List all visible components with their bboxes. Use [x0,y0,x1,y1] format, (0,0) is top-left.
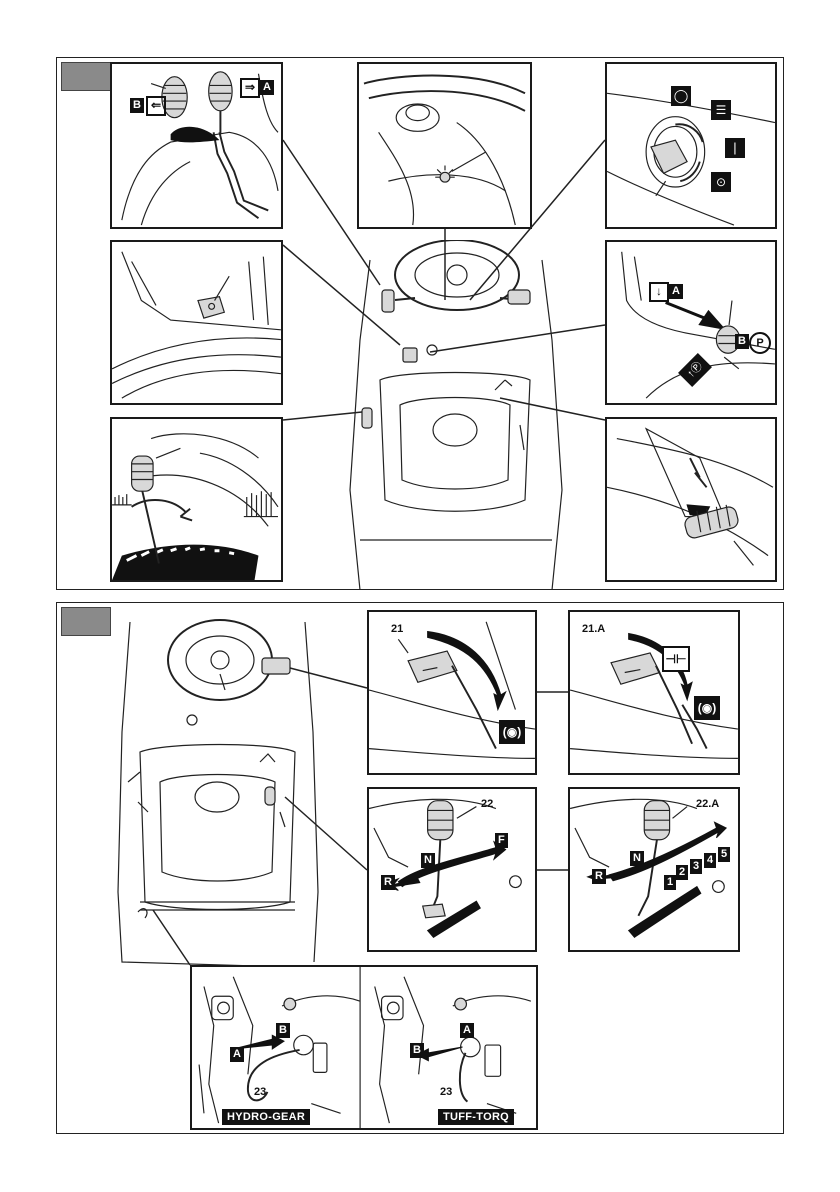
brake-icon: (◉) [694,696,720,720]
gear-r-badge: R [381,875,395,890]
gear-r-badge: R [592,869,606,884]
badge-a: A [669,284,683,299]
badge-b: B [276,1023,290,1038]
brand-hydro-gear: HYDRO-GEAR [222,1109,310,1125]
panel-dashboard-light [357,62,532,229]
parking-brake-icon: P [749,332,771,354]
label-21: 21 [391,624,403,635]
gear-1-badge: 1 [664,875,676,890]
panel-gear-lever: B ⇐ ⇒ A [110,62,283,229]
dashboard-illustration [359,64,530,227]
panel-lever-22: 22 F N R [367,787,537,952]
brand-tuff-torq: TUFF-TORQ [438,1109,514,1125]
badge-b: B [735,334,749,349]
figure-number-tab-bottom [61,607,111,636]
badge-a: A [230,1047,244,1062]
badge-b: B [410,1043,424,1058]
gear-5-badge: 5 [718,847,730,862]
panel-ignition-switch: ◯ ☰ | ⊙ [605,62,777,229]
cutting-height-illustration [112,419,281,580]
gear-n-badge: N [421,853,435,868]
label-22: 22 [481,799,493,810]
panel-cutting-height [110,417,283,582]
gear-4-badge: 4 [704,853,716,868]
panel-parking-brake: ↓ A B P ↑Ⓟ [605,240,777,405]
badge-a: A [260,80,274,95]
panel-bypass: B A 23 HYDRO-GEAR A B 23 TUFF-TORQ [190,965,538,1130]
arrow-right-icon: ⇒ [240,78,260,98]
start-engine-icon: ⊙ [711,172,731,192]
panel-floor-switch [110,240,283,405]
badge-b: B [130,98,144,113]
badge-a: A [460,1023,474,1038]
label-23: 23 [440,1087,452,1098]
lever-22-illustration [369,789,535,950]
headlight-icon: ☰ [711,100,731,120]
throttle-illustration [607,419,775,580]
pedal-21a-illustration [570,612,738,773]
arrow-left-icon: ⇐ [146,96,166,116]
tractor-top-view-bottom [110,612,325,972]
panel-throttle-lever [605,417,777,582]
floor-switch-illustration [112,242,281,403]
push-down-arrow-icon: ↓ [649,282,669,302]
panel-lever-22a: 22.A N R 1 2 3 4 5 [568,787,740,952]
panel-pedal-21a: 21.A ⊣⊢ (◉) [568,610,740,775]
brake-icon: (◉) [499,720,525,744]
on-position-icon: | [725,138,745,158]
pedal-21-illustration [369,612,535,773]
label-21a: 21.A [582,624,605,635]
label-23: 23 [254,1087,266,1098]
label-22a: 22.A [696,799,719,810]
gear-n-badge: N [630,851,644,866]
gear-2-badge: 2 [676,865,688,880]
clutch-icon: ⊣⊢ [662,646,690,672]
gear-f-badge: F [495,833,508,848]
off-position-icon: ◯ [671,86,691,106]
ignition-illustration [607,64,775,227]
panel-pedal-21: 21 (◉) [367,610,537,775]
tractor-top-view [340,240,572,590]
gear-3-badge: 3 [690,859,702,874]
figure-number-tab-top [61,62,111,91]
